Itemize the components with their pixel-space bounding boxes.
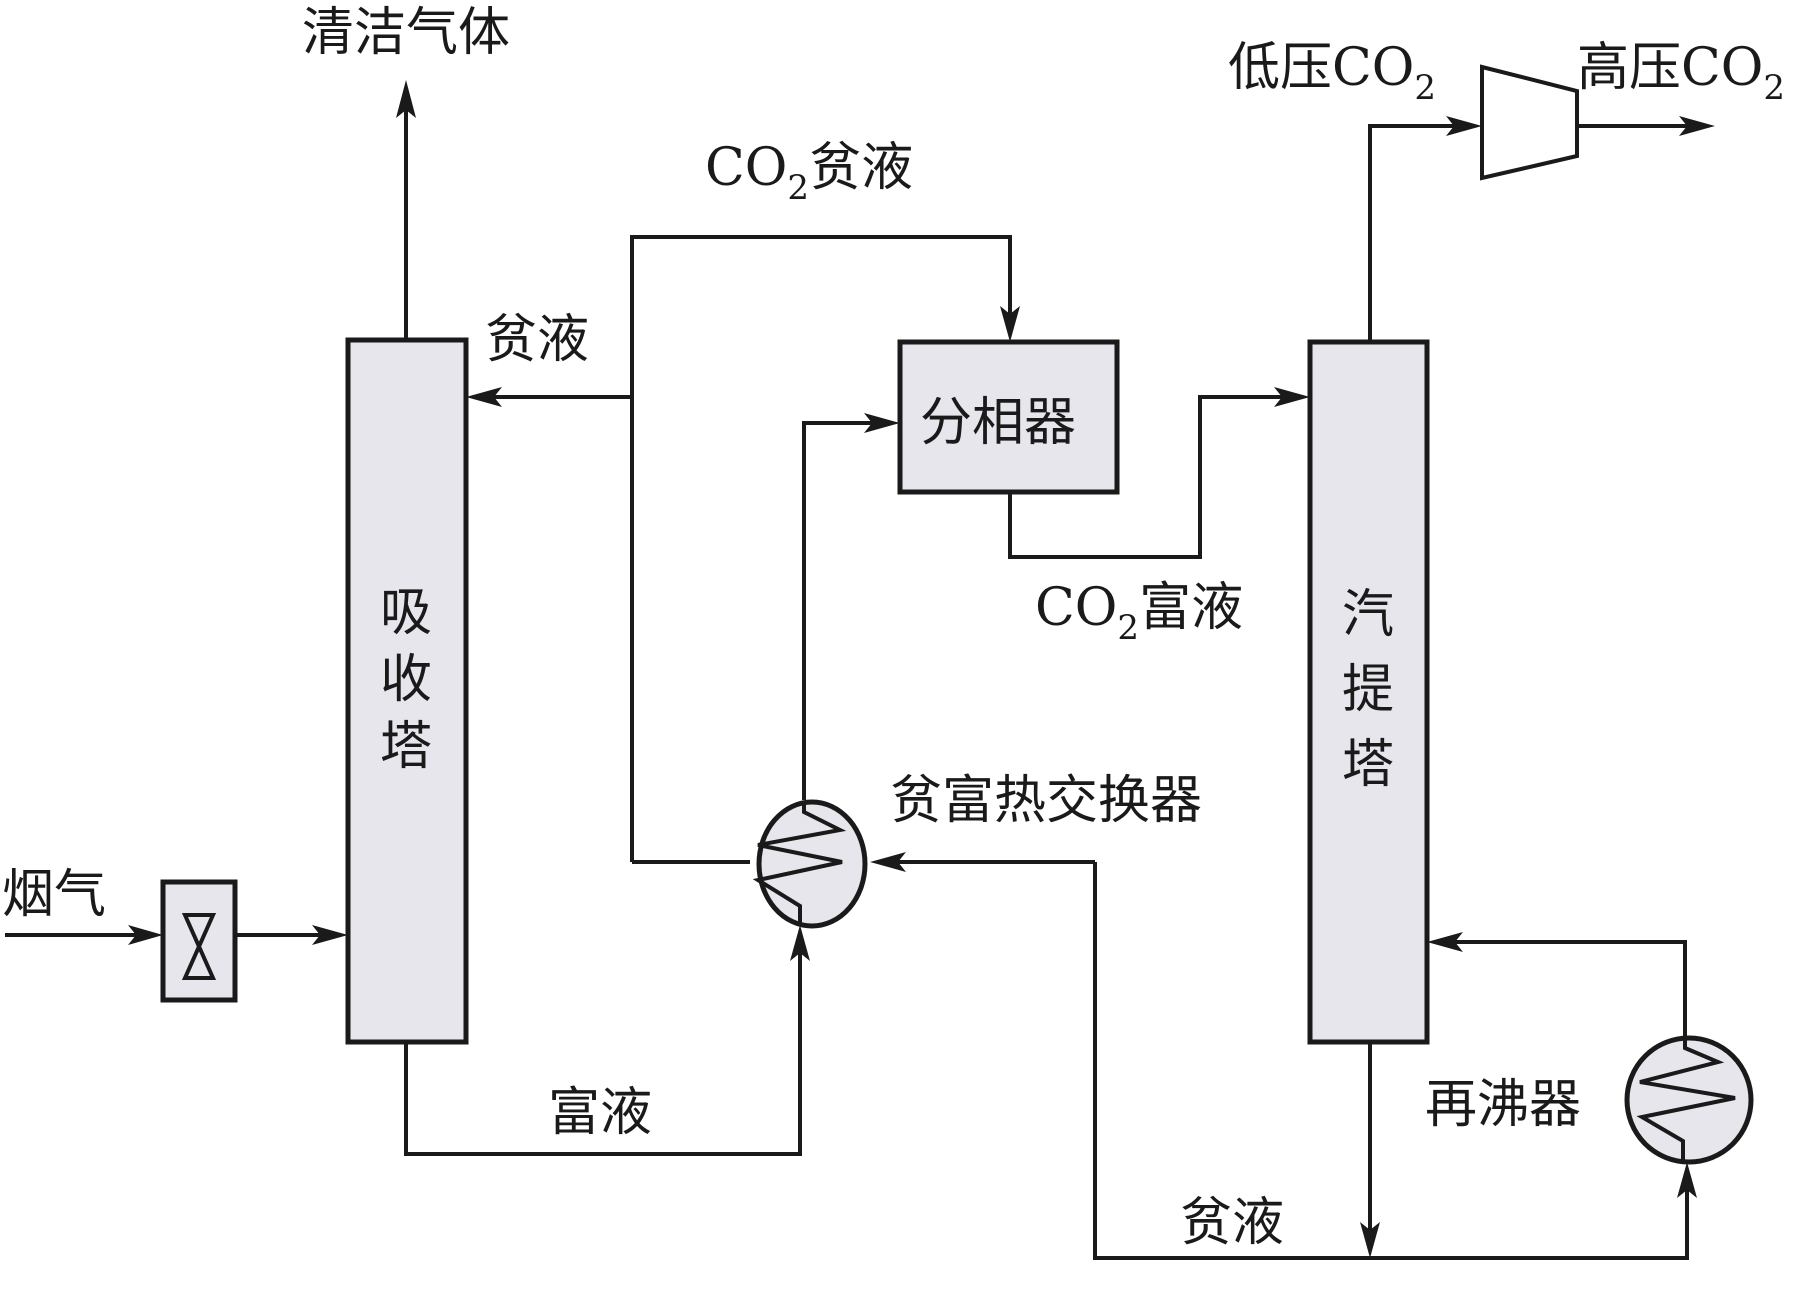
reboiler[interactable] bbox=[1624, 1035, 1754, 1165]
stripper-bottom-arrow-icon bbox=[1360, 1222, 1380, 1258]
compressor-inlet-arrow-icon bbox=[1446, 116, 1482, 136]
low-pressure-co2-label: 低压CO2 bbox=[1228, 38, 1436, 108]
hx-bottom-inlet-arrow-icon bbox=[790, 925, 810, 961]
blower-bowtie-icon bbox=[181, 913, 217, 980]
stripper-reboil-arrow-icon bbox=[1427, 932, 1463, 952]
flue-gas-arrow-icon bbox=[128, 925, 163, 945]
reboiler-label: 再沸器 bbox=[1425, 1075, 1581, 1135]
flue-gas-label: 烟气 bbox=[2, 865, 106, 925]
reboiler-return-line bbox=[1440, 940, 1687, 1040]
lean-solvent-bottom-label: 贫液 bbox=[1180, 1193, 1284, 1253]
high-pressure-co2-label: 高压CO2 bbox=[1577, 38, 1785, 108]
blower[interactable] bbox=[160, 879, 238, 1003]
lean-solvent-bottom-line bbox=[1093, 862, 1689, 1260]
lean-solvent-arrow-icon bbox=[466, 387, 502, 407]
stripper-label-char-3: 塔 bbox=[1342, 735, 1394, 795]
separator-inlet-arrow-icon bbox=[1000, 306, 1020, 342]
co2-rich-to-stripper-line bbox=[1008, 395, 1295, 559]
absorber-label-char-2: 收 bbox=[380, 650, 432, 710]
absorber-inlet-arrow-icon bbox=[312, 925, 348, 945]
co2-lean-label: CO2贫液 bbox=[705, 138, 913, 208]
stripper-label-char-1: 汽 bbox=[1342, 585, 1394, 645]
stripper-column[interactable] bbox=[1307, 339, 1430, 1045]
high-pressure-co2-arrow-icon bbox=[1679, 116, 1715, 136]
co2-lean-loop-line bbox=[630, 235, 1012, 862]
compressor[interactable] bbox=[1480, 64, 1579, 181]
lean-rich-heat-exchanger[interactable] bbox=[756, 799, 868, 929]
absorber-column[interactable] bbox=[345, 337, 469, 1045]
reboiler-inlet-arrow-icon bbox=[1677, 1162, 1697, 1198]
separator-label: 分相器 bbox=[920, 393, 1076, 453]
reboiler-coil-icon bbox=[1636, 1038, 1736, 1162]
heat-exchanger-label: 贫富热交换器 bbox=[890, 771, 1202, 831]
phase-separator[interactable] bbox=[897, 339, 1120, 495]
rich-solvent-line bbox=[404, 940, 802, 1156]
rich-solvent-label: 富液 bbox=[548, 1083, 652, 1143]
hx-side-inlet-arrow-icon bbox=[870, 852, 906, 872]
clean-gas-label: 清洁气体 bbox=[302, 3, 510, 63]
lean-solvent-top-label: 贫液 bbox=[485, 310, 589, 370]
stripper-label-char-2: 提 bbox=[1342, 660, 1394, 720]
rich-to-separator-line bbox=[802, 421, 885, 800]
absorber-label-char-3: 塔 bbox=[380, 717, 432, 777]
co2-rich-label: CO2富液 bbox=[1035, 578, 1243, 648]
heat-exchanger-coil-icon bbox=[752, 802, 847, 926]
stripper-inlet-arrow-icon bbox=[1274, 387, 1310, 407]
separator-side-arrow-icon bbox=[864, 413, 900, 433]
clean-gas-arrow-icon bbox=[396, 80, 416, 118]
absorber-label-char-1: 吸 bbox=[380, 583, 432, 643]
low-pressure-co2-line bbox=[1368, 124, 1468, 342]
